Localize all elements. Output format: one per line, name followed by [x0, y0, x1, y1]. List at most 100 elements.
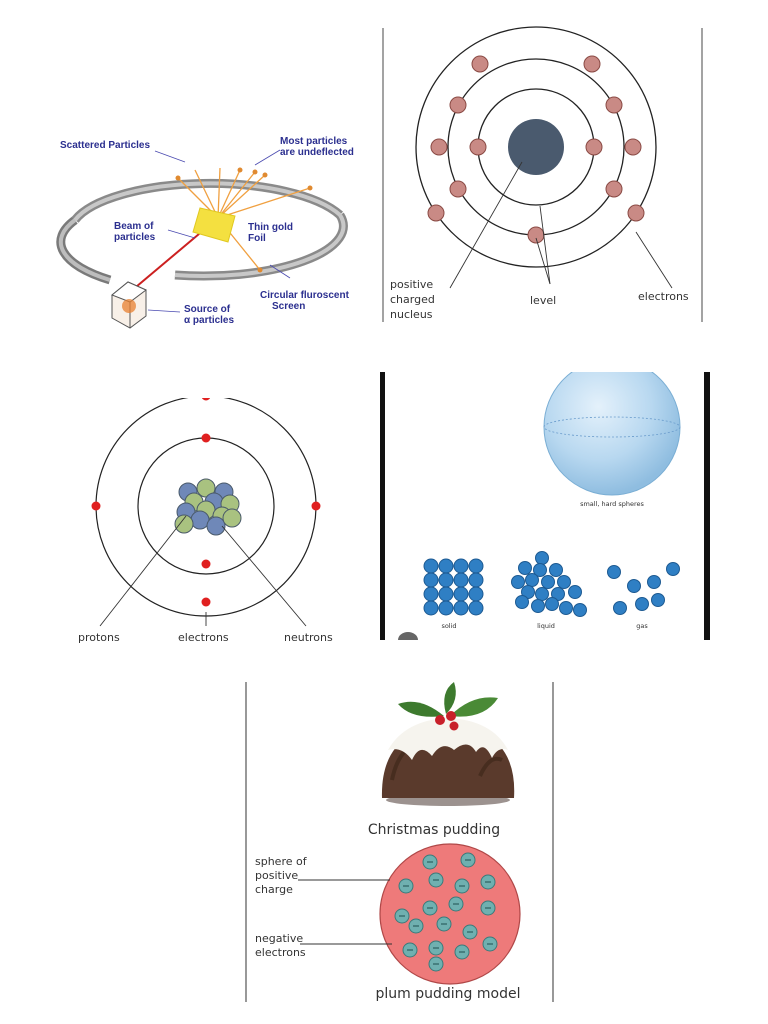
particle — [438, 600, 454, 616]
label-sphere-2: positive — [255, 869, 298, 882]
particle — [423, 572, 439, 588]
label-sphere: small, hard spheres — [580, 500, 644, 508]
particle — [559, 601, 573, 615]
orbit-outer — [415, 26, 657, 268]
label-level: level — [530, 294, 556, 307]
label-beam-2: particles — [114, 232, 156, 243]
frame-left-bar — [380, 372, 385, 640]
holly-leaves — [398, 682, 498, 717]
label-foil-1: Thin gold — [248, 222, 293, 233]
neutron — [174, 514, 194, 534]
solid-particles — [423, 558, 484, 616]
electron-dot — [583, 55, 601, 73]
electron-dot — [469, 138, 487, 156]
particle — [423, 586, 439, 602]
label-foil-2: Foil — [248, 233, 266, 244]
label-plum-pudding-model: plum pudding model — [376, 986, 521, 1002]
particle — [468, 586, 484, 602]
electron-dot — [605, 180, 623, 198]
electron-dot — [201, 559, 211, 569]
electron-dot — [471, 55, 489, 73]
electron-dot — [201, 398, 211, 401]
corner-shape — [398, 632, 418, 640]
liquid-particles — [511, 551, 587, 617]
particle — [468, 558, 484, 574]
holly-berries — [435, 711, 459, 731]
gas-particles — [607, 562, 680, 615]
particle — [635, 597, 649, 611]
electron-dot — [627, 204, 645, 222]
plum-electrons — [394, 852, 498, 972]
particle — [573, 603, 587, 617]
particle — [535, 551, 549, 565]
atom-electrons — [91, 398, 321, 607]
particle — [666, 562, 680, 576]
label-nucleus-2: charged — [390, 293, 435, 306]
particle — [423, 600, 439, 616]
particle — [535, 587, 549, 601]
gold-foil-diagram: Scattered Particles Most particles are u… — [50, 120, 360, 340]
label-protons: protons — [78, 631, 120, 644]
electron-dot — [201, 597, 211, 607]
particle — [438, 572, 454, 588]
label-most-particles-2: are undeflected — [280, 147, 354, 158]
bohr-electrons — [427, 55, 645, 244]
electron-dot — [449, 96, 467, 114]
atom-nucleus — [174, 478, 242, 536]
particle — [647, 575, 661, 589]
particle — [453, 600, 469, 616]
particle — [468, 572, 484, 588]
nucleus — [508, 119, 564, 175]
electron-dot — [427, 204, 445, 222]
label-source-2: α particles — [184, 315, 234, 326]
particle — [511, 575, 525, 589]
particle — [549, 563, 563, 577]
electron-dot — [605, 96, 623, 114]
particle — [531, 599, 545, 613]
particle — [557, 575, 571, 589]
atom-structure-diagram: protons electrons neutrons — [70, 398, 350, 648]
label-most-particles-1: Most particles — [280, 136, 348, 147]
electron-dot — [201, 433, 211, 443]
particle — [515, 595, 529, 609]
particle — [541, 575, 555, 589]
particle — [533, 563, 547, 577]
label-solid: solid — [441, 622, 456, 630]
electron-dot — [449, 180, 467, 198]
particle — [453, 558, 469, 574]
label-nucleus-1: positive — [390, 278, 433, 291]
label-negative-1: negative — [255, 932, 303, 945]
particle — [453, 586, 469, 602]
frame-right-bar — [704, 372, 710, 640]
alpha-source — [111, 281, 147, 329]
label-atom-electrons: electrons — [178, 631, 229, 644]
label-negative-2: electrons — [255, 946, 306, 959]
label-liquid: liquid — [537, 622, 555, 630]
particle — [525, 573, 539, 587]
particle — [627, 579, 641, 593]
particle — [438, 558, 454, 574]
label-electrons: electrons — [638, 290, 689, 303]
scatter-hits — [175, 167, 313, 273]
particle — [568, 585, 582, 599]
hard-sphere — [543, 372, 681, 496]
label-pointers — [147, 149, 291, 313]
plum-pudding-diagram: Christmas pudding sphere of positive cha… — [240, 680, 560, 1006]
particle — [468, 600, 484, 616]
label-scattered-particles: Scattered Particles — [60, 140, 150, 151]
particle — [613, 601, 627, 615]
label-neutrons: neutrons — [284, 631, 333, 644]
label-screen-1: Circular fluroscent — [260, 290, 350, 301]
label-screen-2: Screen — [272, 301, 305, 312]
label-nucleus-3: nucleus — [390, 308, 433, 321]
particle-model-diagram: small, hard spheres solid liquid gas — [380, 372, 712, 642]
label-gas: gas — [636, 622, 648, 630]
particle — [423, 558, 439, 574]
christmas-pudding — [381, 682, 515, 806]
electron-dot — [430, 138, 448, 156]
proton — [206, 516, 226, 536]
particle — [607, 565, 621, 579]
electron-dot — [527, 226, 545, 244]
label-beam-1: Beam of — [114, 221, 154, 232]
fluorescent-screen-ring — [56, 178, 348, 285]
